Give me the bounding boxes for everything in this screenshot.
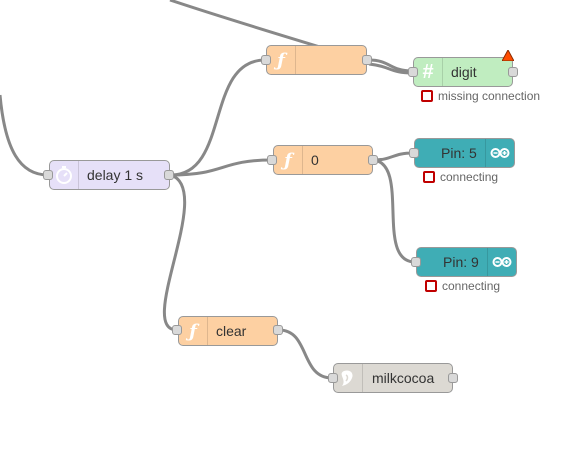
function-node-clear-label: clear	[216, 323, 247, 339]
pin5-node-label: Pin: 5	[441, 145, 477, 161]
milkcocoa-node-label: milkcocoa	[372, 370, 435, 386]
milkcocoa-icon	[334, 364, 363, 392]
delay-node[interactable]: delay 1 s	[49, 160, 170, 190]
wire-func-top-to-digit-a[interactable]	[368, 58, 413, 73]
status-error-dot	[421, 90, 433, 102]
arduino-icon	[487, 248, 516, 276]
function-zero-input-port[interactable]	[267, 155, 277, 165]
pin9-node[interactable]: Pin: 9	[416, 247, 517, 277]
function-icon: ƒ	[274, 146, 303, 174]
digit-output-port[interactable]	[508, 67, 518, 77]
milkcocoa-input-port[interactable]	[328, 373, 338, 383]
function-node-top[interactable]: ƒ	[266, 45, 367, 75]
function-node-zero[interactable]: ƒ 0	[273, 145, 373, 175]
delay-node-label: delay 1 s	[87, 167, 144, 183]
wire-delay-to-func-zero[interactable]	[170, 158, 273, 177]
wire-func-clear-to-milkcocoa[interactable]	[278, 328, 333, 380]
warning-icon	[502, 50, 514, 61]
status-error-dot	[425, 280, 437, 292]
function-top-output-port[interactable]	[362, 55, 372, 65]
wire-delay-to-func-clear[interactable]	[163, 173, 187, 332]
wire-func-top-to-digit-b[interactable]	[368, 62, 413, 75]
pin5-status-text: connecting	[440, 170, 499, 184]
delay-output-port[interactable]	[164, 170, 174, 180]
wire-offscreen-to-delay[interactable]	[0, 94, 49, 177]
function-node-zero-label: 0	[311, 152, 319, 168]
function-icon: ƒ	[267, 46, 296, 74]
function-top-input-port[interactable]	[261, 55, 271, 65]
wire-func-zero-to-pin9[interactable]	[373, 158, 416, 264]
pin9-status: connecting	[425, 279, 500, 293]
function-icon: ƒ	[179, 317, 208, 345]
function-clear-input-port[interactable]	[172, 325, 182, 335]
pin5-node[interactable]: Pin: 5	[414, 138, 515, 168]
arduino-icon	[485, 139, 514, 167]
pin5-input-port[interactable]	[409, 148, 419, 158]
function-node-clear[interactable]: ƒ clear	[178, 316, 278, 346]
wire-delay-to-func-top[interactable]	[170, 58, 266, 177]
pin9-input-port[interactable]	[411, 257, 421, 267]
digit-input-port[interactable]	[408, 67, 418, 77]
milkcocoa-node[interactable]: milkcocoa	[333, 363, 453, 393]
pin9-node-label: Pin: 9	[443, 254, 479, 270]
digit-node[interactable]: # digit	[413, 57, 513, 87]
hash-icon: #	[414, 58, 443, 86]
digit-status-text: missing connection	[438, 89, 541, 103]
milkcocoa-output-port[interactable]	[448, 373, 458, 383]
pin5-status: connecting	[423, 170, 498, 184]
function-zero-output-port[interactable]	[368, 155, 378, 165]
function-clear-output-port[interactable]	[273, 325, 283, 335]
wire-func-zero-to-pin5[interactable]	[373, 151, 414, 162]
pin9-status-text: connecting	[442, 279, 501, 293]
digit-status: missing connection	[421, 89, 540, 103]
delay-input-port[interactable]	[43, 170, 53, 180]
status-error-dot	[423, 171, 435, 183]
timer-icon	[50, 161, 79, 189]
digit-node-label: digit	[451, 64, 477, 80]
